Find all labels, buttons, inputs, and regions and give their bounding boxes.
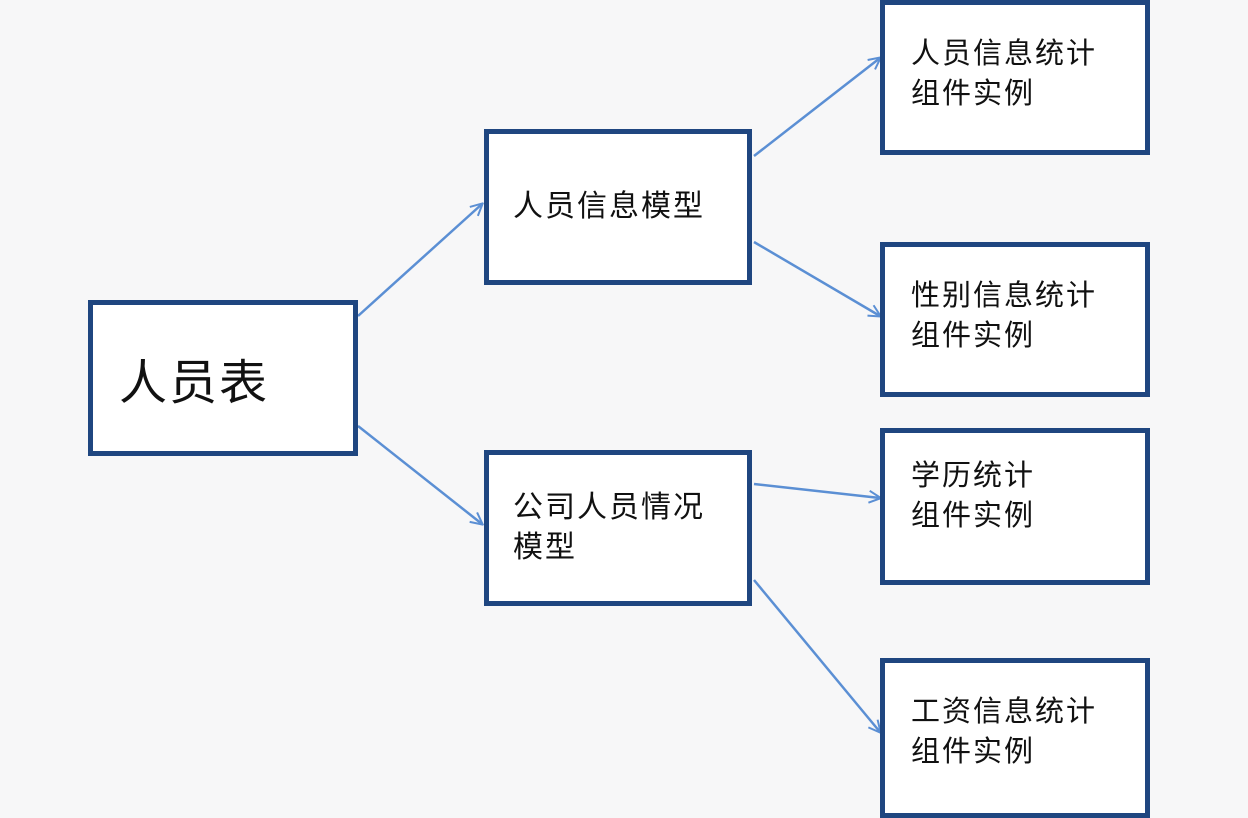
model-node-personnel-info: 人员信息模型: [484, 129, 752, 285]
arrow-model-1-to-component-2: [753, 240, 880, 316]
component-node-label-line-1: 学历统计: [911, 458, 1036, 492]
component-node-education-stats: 学历统计 组件实例: [880, 428, 1150, 585]
model-node-company-personnel: 公司人员情况 模型: [484, 450, 752, 606]
component-node-salary-stats: 工资信息统计 组件实例: [880, 658, 1150, 818]
model-node-label: 人员信息模型: [513, 189, 705, 224]
model-node-label-line-1: 公司人员情况: [513, 490, 705, 525]
root-node-label: 人员表: [119, 355, 270, 411]
component-node-label-line-1: 工资信息统计: [911, 694, 1098, 728]
component-node-gender-stats: 性别信息统计 组件实例: [880, 242, 1150, 397]
component-node-label-line-2: 组件实例: [911, 734, 1036, 768]
arrow-model-2-to-component-4: [753, 579, 880, 732]
arrow-root-to-model-1: [357, 204, 482, 317]
component-node-label-line-1: 性别信息统计: [911, 278, 1098, 312]
arrow-root-to-model-2: [357, 425, 482, 524]
component-node-personnel-stats: 人员信息统计 组件实例: [880, 0, 1150, 155]
component-node-label-line-2: 组件实例: [911, 76, 1036, 110]
model-node-label-line-2: 模型: [513, 530, 577, 565]
arrow-model-1-to-component-1: [753, 58, 880, 157]
component-node-label-line-1: 人员信息统计: [911, 36, 1098, 70]
arrow-model-2-to-component-3: [753, 482, 880, 498]
root-node-personnel-table: 人员表: [88, 300, 358, 456]
component-node-label-line-2: 组件实例: [911, 318, 1036, 352]
component-node-label-line-2: 组件实例: [911, 498, 1036, 532]
